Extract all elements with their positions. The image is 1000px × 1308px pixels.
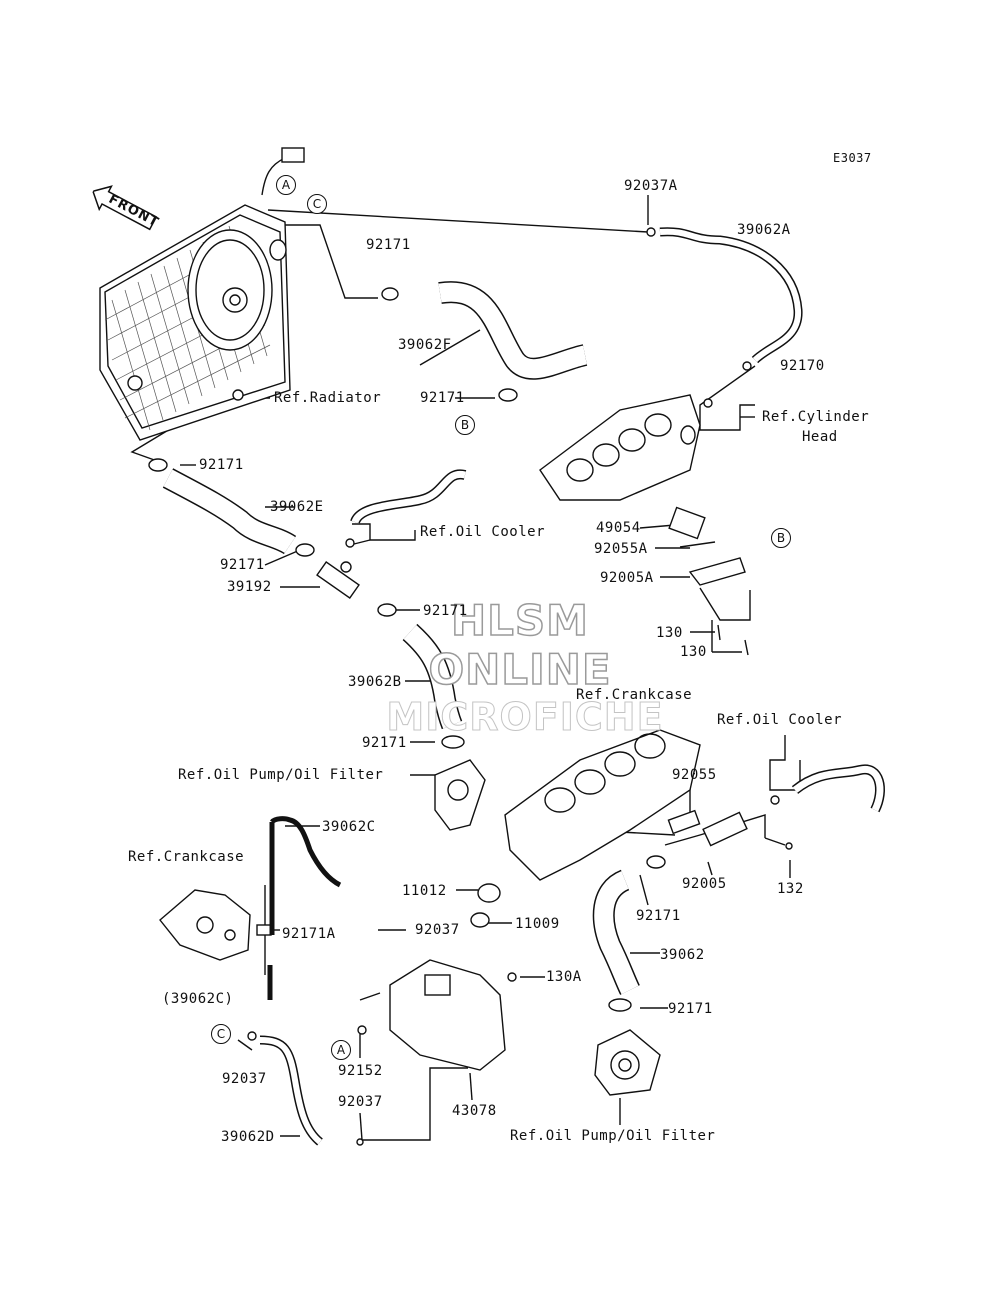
part-92171-left: 92171 bbox=[199, 457, 244, 473]
ref-oil-pump-1: Ref.Oil Pump/Oil Filter bbox=[178, 767, 384, 783]
part-130-2: 130 bbox=[680, 644, 707, 660]
part-39062c-paren: (39062C) bbox=[162, 991, 234, 1007]
part-49054: 49054 bbox=[596, 520, 641, 536]
radiator-drawing bbox=[99, 147, 305, 441]
part-39062a: 39062A bbox=[737, 222, 791, 238]
part-39062: 39062 bbox=[660, 947, 705, 963]
oil-pump-lower-drawing bbox=[594, 1029, 661, 1096]
part-92171-b: 92171 bbox=[420, 390, 465, 406]
part-39062d: 39062D bbox=[221, 1129, 275, 1145]
callout-b-right: B bbox=[771, 528, 791, 548]
part-130-1: 130 bbox=[656, 625, 683, 641]
part-92171-mid2: 92171 bbox=[423, 603, 468, 619]
part-92171-low: 92171 bbox=[362, 735, 407, 751]
callout-b-left: B bbox=[455, 415, 475, 435]
part-92037a: 92037A bbox=[624, 178, 678, 194]
part-92037-b: 92037 bbox=[338, 1094, 383, 1110]
part-92037: 92037 bbox=[415, 922, 460, 938]
ref-oil-pump-2: Ref.Oil Pump/Oil Filter bbox=[510, 1128, 716, 1144]
part-132: 132 bbox=[777, 881, 804, 897]
cylinder-head-drawing bbox=[539, 394, 701, 501]
part-39062e: 39062E bbox=[270, 499, 324, 515]
ref-cylinder-head-2: Head bbox=[802, 429, 838, 445]
part-92171a: 92171A bbox=[282, 926, 336, 942]
reservoir-tank-drawing bbox=[357, 959, 517, 1071]
part-43078: 43078 bbox=[452, 1103, 497, 1119]
part-92005a: 92005A bbox=[600, 570, 654, 586]
part-39062b: 39062B bbox=[348, 674, 402, 690]
oil-pump-upper-drawing bbox=[434, 759, 486, 831]
callout-a-top: A bbox=[276, 175, 296, 195]
crankcase-drawing bbox=[504, 729, 701, 881]
watermark-line3: MICROFICHE bbox=[386, 695, 664, 740]
part-39192: 39192 bbox=[227, 579, 272, 595]
front-arrow: FRONT bbox=[86, 178, 162, 237]
ref-crankcase-1: Ref.Crankcase bbox=[576, 687, 693, 703]
part-92005: 92005 bbox=[682, 876, 727, 892]
part-92171-mid: 92171 bbox=[220, 557, 265, 573]
callout-c-bottom: C bbox=[211, 1024, 231, 1044]
diagram-code: E3037 bbox=[833, 151, 872, 165]
callout-c-top: C bbox=[307, 194, 327, 214]
part-39062c: 39062C bbox=[322, 819, 376, 835]
leader-c-line bbox=[267, 209, 649, 233]
part-39062f: 39062F bbox=[398, 337, 452, 353]
part-92037-l: 92037 bbox=[222, 1071, 267, 1087]
part-92171-top: 92171 bbox=[366, 237, 411, 253]
part-92170: 92170 bbox=[780, 358, 825, 374]
ref-cylinder-head-1: Ref.Cylinder bbox=[762, 409, 870, 425]
callout-a-bottom: A bbox=[331, 1040, 351, 1060]
part-92171-rb: 92171 bbox=[668, 1001, 713, 1017]
watermark-line2: ONLINE bbox=[428, 644, 612, 695]
ref-oil-cooler-2: Ref.Oil Cooler bbox=[717, 712, 843, 728]
ref-oil-cooler-1: Ref.Oil Cooler bbox=[420, 524, 546, 540]
part-92152: 92152 bbox=[338, 1063, 383, 1079]
crankcase-left-drawing bbox=[159, 889, 272, 961]
part-11012: 11012 bbox=[402, 883, 447, 899]
part-92171-r: 92171 bbox=[636, 908, 681, 924]
ref-radiator: Ref.Radiator bbox=[274, 390, 382, 406]
watermark-line1: HLSM bbox=[450, 595, 589, 646]
part-92055a: 92055A bbox=[594, 541, 648, 557]
part-130a: 130A bbox=[546, 969, 582, 985]
front-arrow-icon bbox=[91, 185, 158, 231]
part-11009: 11009 bbox=[515, 916, 560, 932]
part-92055: 92055 bbox=[672, 767, 717, 783]
ref-crankcase-2: Ref.Crankcase bbox=[128, 849, 245, 865]
